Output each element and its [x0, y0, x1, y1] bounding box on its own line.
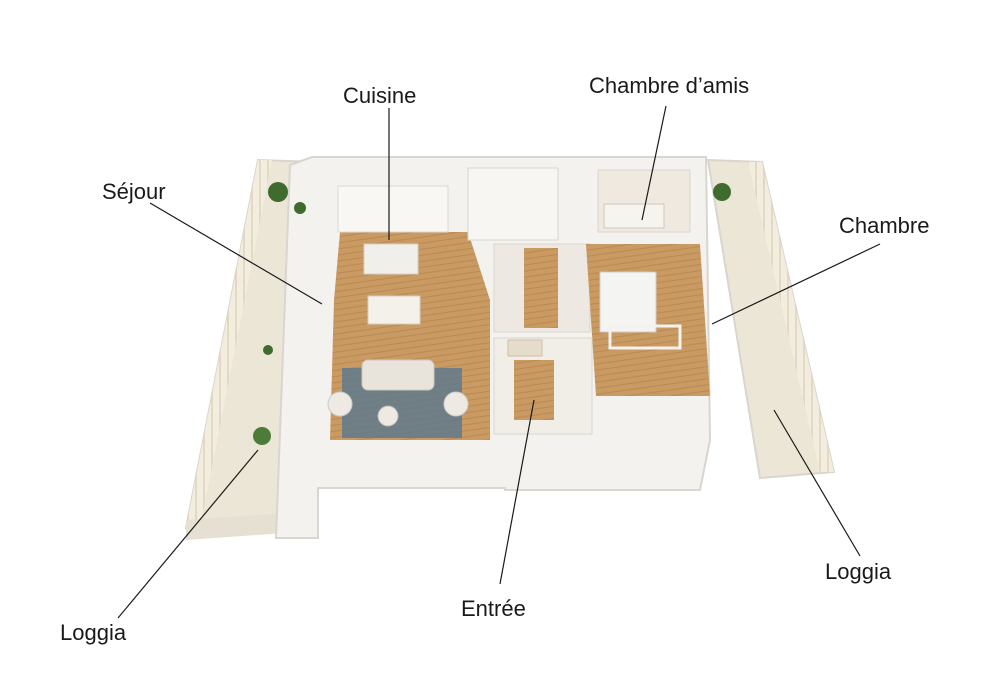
plant-icon: [263, 345, 273, 355]
sofa-icon: [361, 359, 435, 391]
chambre-room: [586, 244, 710, 396]
leader-line-chambre: [711, 243, 881, 325]
plant-icon: [713, 183, 731, 201]
leader-line-loggia-right: [773, 409, 861, 557]
plants: [253, 182, 731, 445]
bed-icon: [599, 271, 657, 333]
leader-lines: [117, 105, 881, 619]
leader-line-loggia-left: [117, 449, 259, 619]
cuisine-room: [337, 185, 449, 275]
chambre-amis-room: [597, 169, 691, 233]
label-chambre: Chambre: [839, 213, 930, 238]
leader-line-entree: [499, 399, 535, 585]
right-loggia: [706, 158, 836, 480]
entree-room: [493, 337, 593, 435]
plant-icon: [253, 427, 271, 445]
dining-table-icon: [367, 295, 421, 325]
kitchen-island-icon: [363, 243, 419, 275]
leader-line-sejour: [149, 202, 323, 305]
coffee-table-icon: [377, 405, 399, 427]
bathroom-block: [467, 167, 591, 333]
plant-icon: [268, 182, 288, 202]
label-chambre-amis: Chambre d’amis: [589, 73, 750, 98]
label-sejour: Séjour: [102, 179, 166, 204]
leader-line-chambre-amis: [641, 105, 667, 221]
label-loggia-right: Loggia: [825, 559, 892, 584]
bed-icon: [603, 203, 665, 229]
armchair-icon: [327, 391, 353, 417]
sejour-room: [327, 232, 490, 440]
plant-icon: [294, 202, 306, 214]
label-entree: Entrée: [461, 596, 526, 621]
armchair-icon: [443, 391, 469, 417]
label-loggia-left: Loggia: [60, 620, 127, 645]
label-cuisine: Cuisine: [343, 83, 417, 108]
